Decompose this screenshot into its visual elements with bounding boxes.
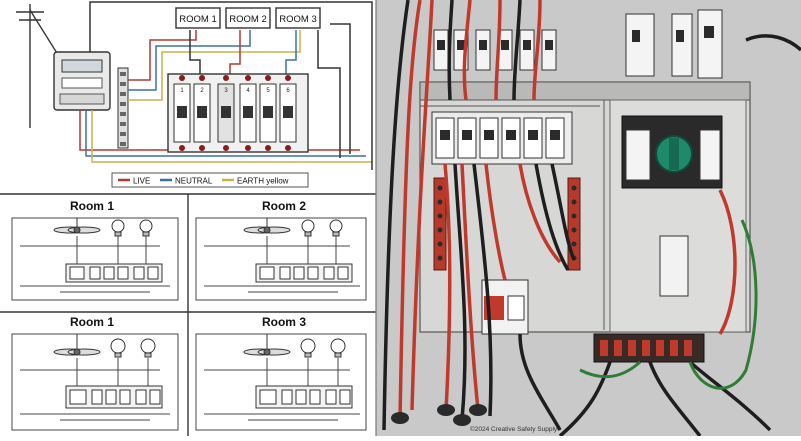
wires-green	[579, 219, 758, 390]
room-title: Room 3	[262, 315, 306, 329]
main-isolator	[621, 115, 723, 189]
room-panel: Room 1	[11, 315, 179, 431]
distribution-board-illustration: ©2024 Creative Safety Supply	[375, 0, 801, 438]
legend-earth: EARTH yellow	[237, 177, 289, 186]
wires-black	[382, 0, 801, 438]
switch-board	[255, 385, 353, 409]
top-room-labels: ROOM 1 ROOM 2 ROOM 3	[175, 7, 321, 29]
legend-live: LIVE	[133, 177, 150, 186]
breaker-panel: 1 2 3 4 5 6	[167, 73, 309, 153]
breaker-number: 1	[180, 88, 184, 94]
top-room-label: ROOM 2	[229, 14, 266, 25]
breaker-number: 6	[286, 88, 290, 94]
room-title: Room 1	[70, 199, 114, 213]
ceiling-fan-icon	[53, 218, 101, 234]
wire-legend: LIVE NEUTRAL EARTH yellow	[111, 172, 309, 188]
ceiling-fan-icon	[53, 334, 101, 356]
top-room-label: ROOM 1	[179, 14, 216, 25]
switch-board	[255, 263, 353, 283]
light-bulb-icon	[301, 219, 343, 237]
room-title: Room 1	[70, 315, 114, 329]
room-title: Room 2	[262, 199, 306, 213]
ceiling-fan-icon	[243, 218, 291, 234]
terminal-strip	[117, 67, 129, 149]
breaker-number: 5	[266, 88, 270, 94]
wires-red	[398, 0, 737, 421]
room-panel: Room 2	[195, 199, 367, 301]
room-panel: Room 3	[195, 315, 367, 431]
switch-board	[65, 385, 163, 409]
breaker-number: 2	[200, 88, 204, 94]
lower-module	[659, 235, 689, 297]
light-bulb-icon	[110, 338, 156, 358]
bottom-terminal-row	[593, 333, 705, 363]
copyright-caption: ©2024 Creative Safety Supply	[470, 425, 558, 433]
energy-meter	[53, 51, 111, 111]
mcb-row	[431, 111, 573, 165]
utility-pole-icon	[16, 4, 61, 128]
wiring-diagram: ROOM 1 ROOM 2 ROOM 3	[0, 0, 376, 436]
switch-board	[65, 263, 163, 283]
room-panel: Room 1	[11, 199, 179, 301]
light-bulb-icon	[300, 338, 346, 358]
breaker-number: 3	[224, 88, 228, 94]
top-room-label: ROOM 3	[279, 14, 316, 25]
legend-neutral: NEUTRAL	[175, 177, 213, 186]
ceiling-fan-icon	[243, 334, 291, 356]
breaker-number: 4	[246, 88, 250, 94]
cable-grommets	[391, 404, 487, 426]
